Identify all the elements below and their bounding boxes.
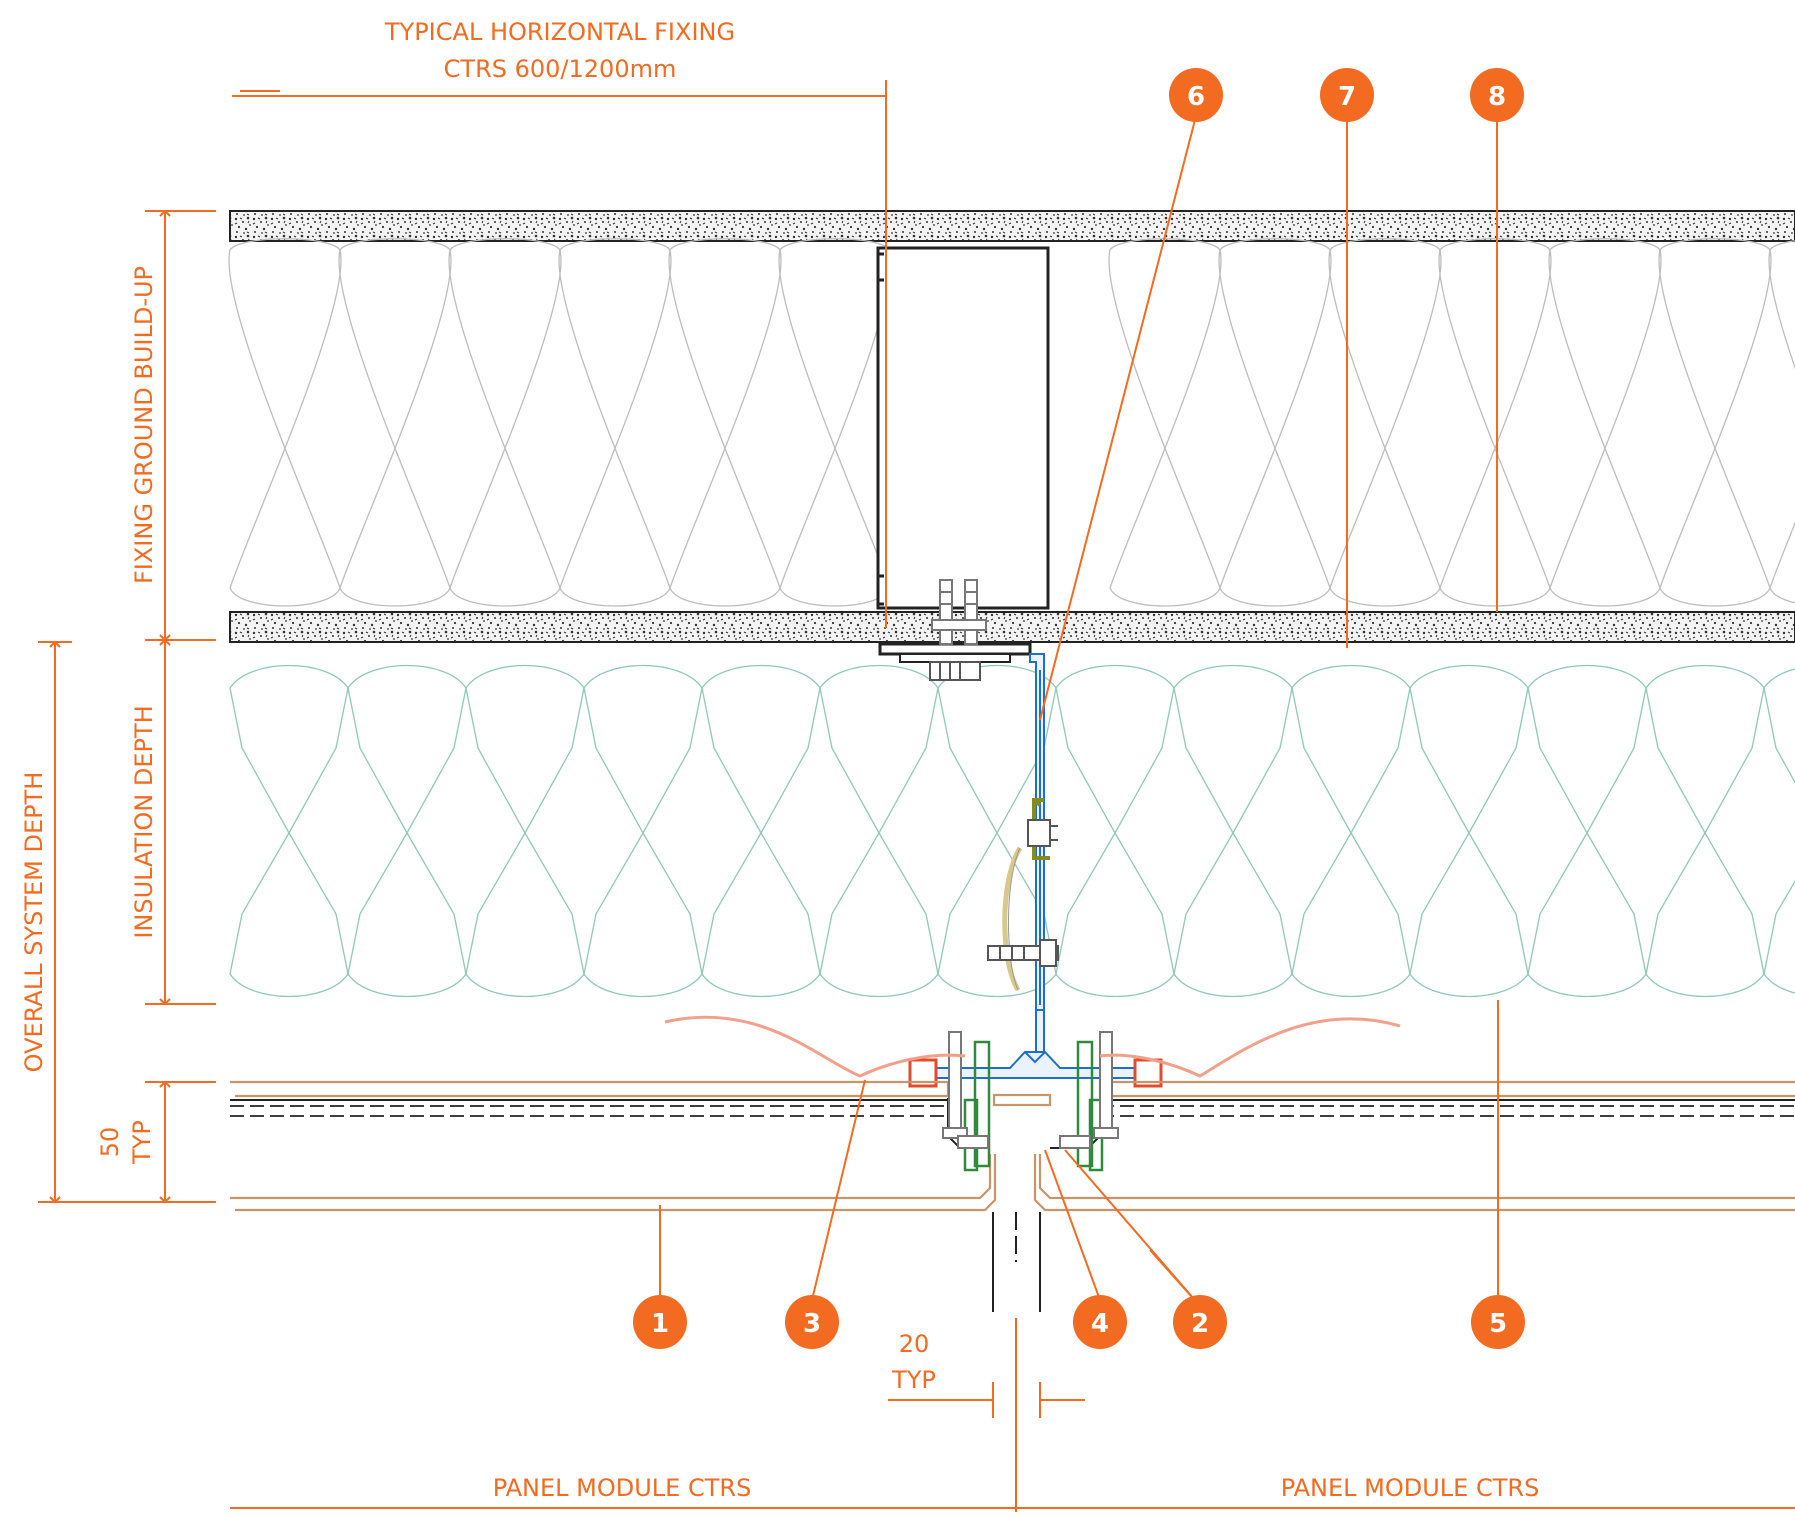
panel-module-right-label: PANEL MODULE CTRS	[1281, 1474, 1540, 1502]
callout-7: 7	[1320, 68, 1374, 122]
callout-5-number: 5	[1489, 1309, 1507, 1339]
panel-module-left-label: PANEL MODULE CTRS	[493, 1474, 752, 1502]
stud-lip-bottom	[876, 574, 884, 606]
rivet	[987, 939, 1059, 967]
panel-right	[1033, 1080, 1795, 1212]
callout-4: 4	[1073, 1295, 1127, 1349]
callout-1: 1	[633, 1295, 687, 1349]
metal-stud	[876, 246, 1050, 610]
panel-dashed-lines	[230, 1105, 1795, 1117]
callout-8-number: 8	[1488, 82, 1506, 112]
bracket-baseplate	[878, 642, 1032, 656]
typical-fixing-label-line1: TYPICAL HORIZONTAL FIXING	[384, 18, 735, 46]
dimension-lines	[38, 80, 1795, 1512]
callout-3-number: 3	[803, 1309, 821, 1339]
callout-6: 6	[1169, 68, 1223, 122]
main-insulation	[229, 664, 1795, 998]
callout-5: 5	[1471, 1295, 1525, 1349]
callout-8: 8	[1470, 68, 1524, 122]
panel-depth-value: 50	[96, 1127, 124, 1158]
outer-board-top	[229, 210, 1795, 242]
overall-depth-label: OVERALL SYSTEM DEPTH	[20, 772, 48, 1073]
cladding-panels	[230, 1080, 1795, 1212]
thermal-pad	[1002, 846, 1023, 992]
panel-depth-suffix: TYP	[128, 1120, 156, 1165]
bracket-assembly	[878, 579, 1163, 1088]
fixing-ground-insulation	[228, 238, 1795, 607]
carrier-rail	[934, 1051, 1136, 1079]
callout-1-number: 1	[651, 1309, 669, 1339]
callout-3: 3	[785, 1295, 839, 1349]
callout-6-number: 6	[1187, 82, 1205, 112]
insulation-depth-label: INSULATION DEPTH	[130, 705, 158, 938]
panel-curve-right	[1099, 1017, 1401, 1078]
joint-lines	[992, 1212, 1041, 1312]
callout-4-number: 4	[1091, 1309, 1109, 1339]
typical-fixing-label-line2: CTRS 600/1200mm	[444, 55, 677, 83]
fixing-ground-label: FIXING GROUND BUILD-UP	[130, 266, 158, 584]
callout-2: 2	[1173, 1295, 1227, 1349]
joint-dimension-suffix: TYP	[891, 1366, 936, 1394]
panel-curve-left	[664, 1015, 966, 1078]
callout-2-number: 2	[1191, 1309, 1209, 1339]
panel-left	[230, 1080, 997, 1212]
fixing-ground-build-up	[228, 210, 1795, 643]
joint-dimension-value: 20	[899, 1330, 930, 1358]
callout-7-number: 7	[1338, 82, 1356, 112]
inner-board-bottom	[229, 611, 1795, 643]
anchor-bolts	[931, 579, 987, 645]
stud-lip-top	[876, 252, 884, 282]
